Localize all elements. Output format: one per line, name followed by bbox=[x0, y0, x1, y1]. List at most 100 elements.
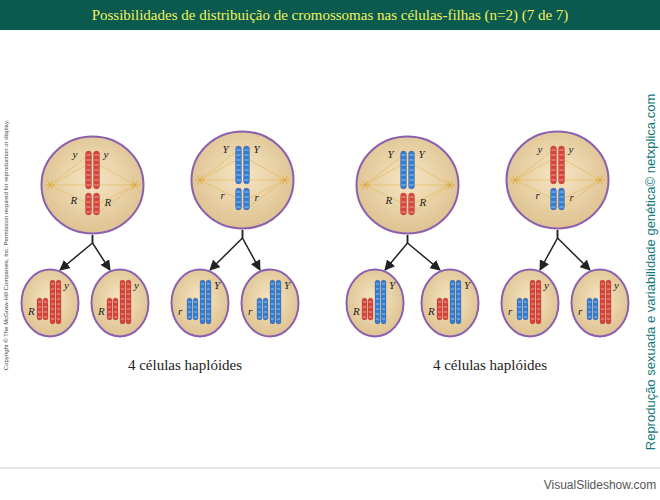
haploid-cell: Yr bbox=[170, 268, 230, 338]
spindle-fibre bbox=[365, 185, 402, 186]
chromatid-band bbox=[236, 197, 240, 198]
cell-outline bbox=[40, 135, 145, 235]
chromatid-band bbox=[277, 289, 280, 290]
chromatid-band bbox=[607, 314, 610, 315]
chromatid-band bbox=[86, 202, 90, 203]
chromatid-band bbox=[601, 319, 604, 320]
chromatid-band bbox=[38, 312, 41, 313]
chromatid-band bbox=[38, 302, 41, 303]
chromatid-band bbox=[537, 299, 540, 300]
split-arrow bbox=[558, 230, 591, 270]
allele-label: Y bbox=[214, 280, 220, 291]
cell-outline bbox=[170, 268, 230, 338]
chromatid-band bbox=[94, 170, 98, 171]
chromatid-band bbox=[518, 312, 521, 313]
chromatid-band bbox=[559, 160, 563, 161]
spindle-fibre bbox=[100, 185, 136, 186]
chromatid-band bbox=[121, 304, 124, 305]
chromatid-band bbox=[244, 160, 248, 161]
cell-membrane bbox=[22, 270, 79, 337]
chromatid-band bbox=[376, 304, 379, 305]
chromatid bbox=[86, 193, 92, 215]
chromatid-band bbox=[524, 317, 527, 318]
centrosome bbox=[133, 185, 136, 189]
chromatid-band bbox=[601, 309, 604, 310]
chromatid-band bbox=[277, 314, 280, 315]
chromatid-band bbox=[451, 294, 454, 295]
chromatid bbox=[450, 280, 455, 324]
chromatid-band bbox=[594, 307, 597, 308]
chromatid-band bbox=[127, 284, 130, 285]
centrosome bbox=[363, 181, 366, 185]
chromatid-band bbox=[277, 319, 280, 320]
centrosome bbox=[135, 181, 138, 185]
split-arrow bbox=[408, 235, 441, 270]
spindle-fibre bbox=[200, 160, 237, 180]
chromatid-band bbox=[559, 180, 563, 181]
spindle-fibre bbox=[50, 185, 87, 186]
split-arrow bbox=[60, 235, 93, 270]
chromatid-band bbox=[518, 307, 521, 308]
chromatid-band bbox=[94, 165, 98, 166]
chromatid bbox=[86, 151, 92, 189]
chromatid-band bbox=[376, 314, 379, 315]
chromatid-band bbox=[86, 180, 90, 181]
chromatid-band bbox=[531, 319, 534, 320]
cell-outline bbox=[240, 268, 300, 338]
meiosis-cell: yyrr bbox=[505, 130, 610, 230]
chromatid-band bbox=[57, 314, 60, 315]
chromatid-band bbox=[51, 299, 54, 300]
spindle-fibre bbox=[415, 185, 451, 186]
chromatid-band bbox=[382, 289, 385, 290]
allele-label: r bbox=[178, 306, 182, 317]
chromatid-band bbox=[531, 299, 534, 300]
chromatid-band bbox=[207, 314, 210, 315]
split-arrow bbox=[93, 235, 111, 270]
chromatid-band bbox=[207, 294, 210, 295]
chromatid bbox=[381, 280, 386, 324]
chromatid-band bbox=[264, 302, 267, 303]
chromatid-band bbox=[114, 312, 117, 313]
chromatid bbox=[56, 280, 61, 324]
centrosome bbox=[360, 185, 365, 186]
chromatid-band bbox=[94, 212, 98, 213]
centrosome bbox=[515, 180, 520, 181]
chromatid-band bbox=[382, 309, 385, 310]
chromatid-band bbox=[531, 304, 534, 305]
cell-outline bbox=[190, 130, 295, 230]
chromatid-band bbox=[531, 309, 534, 310]
chromatid-band bbox=[86, 197, 90, 198]
spindle-fibre bbox=[250, 180, 286, 181]
allele-label: Y bbox=[223, 144, 229, 155]
chromatid-band bbox=[401, 207, 405, 208]
chromatid-band bbox=[607, 289, 610, 290]
chromatid-band bbox=[363, 302, 366, 303]
chromatid-band bbox=[244, 175, 248, 176]
centrosome bbox=[285, 180, 288, 184]
chromatid-band bbox=[244, 170, 248, 171]
chromatid-band bbox=[38, 307, 41, 308]
centrosome bbox=[365, 181, 368, 185]
chromatid-band bbox=[194, 307, 197, 308]
centrosome bbox=[448, 185, 451, 189]
chromatid-band bbox=[409, 155, 413, 156]
chromatid bbox=[401, 193, 407, 215]
chromatid bbox=[270, 280, 275, 324]
centrosome bbox=[135, 185, 138, 189]
chromatid bbox=[375, 280, 380, 324]
chromatid-band bbox=[57, 289, 60, 290]
allele-label: R bbox=[98, 306, 105, 317]
chromatid-band bbox=[127, 319, 130, 320]
chromatid-band bbox=[551, 202, 555, 203]
chromatid-band bbox=[451, 304, 454, 305]
chromatid-band bbox=[121, 284, 124, 285]
chromatid-band bbox=[51, 314, 54, 315]
chromatid-band bbox=[537, 294, 540, 295]
chromatid-band bbox=[401, 202, 405, 203]
chromatid-band bbox=[57, 294, 60, 295]
chromatid-band bbox=[588, 312, 591, 313]
chromatid bbox=[559, 146, 565, 184]
title-band: Possibilidades de distribuição de cromos… bbox=[0, 0, 660, 30]
group-caption: 4 células haplóides bbox=[433, 357, 547, 374]
chromatid-band bbox=[588, 302, 591, 303]
